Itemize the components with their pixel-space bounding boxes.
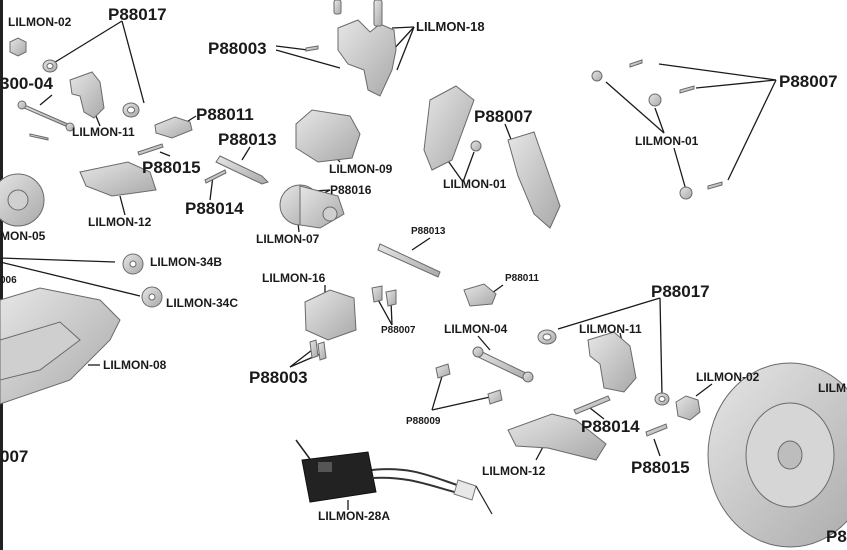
leader-lines <box>0 20 819 510</box>
label-lilmon-18: LILMON-18 <box>416 19 485 34</box>
label-p88011-top: P88011 <box>196 105 254 124</box>
label-lilmon-01-right: LILMON-01 <box>635 134 699 148</box>
label-lilmon-02-top: LILMON-02 <box>8 15 72 29</box>
esc-unit <box>295 439 493 515</box>
label-lilmon-28a: LILMON-28A <box>318 509 390 523</box>
label-lilmon-12-right: LILMON-12 <box>482 464 546 478</box>
label-lilmon-09: LILMON-09 <box>329 162 393 176</box>
label-lilmon-11-right: LILMON-11 <box>579 322 642 336</box>
label-lilmon-34b: LILMON-34B <box>150 255 222 269</box>
label-lilmon-02-right: LILMON-02 <box>696 370 760 384</box>
label-lilmon-05: MON-05 <box>0 229 46 243</box>
label-lilmon-16: LILMON-16 <box>262 271 326 285</box>
label-lilmon-11-left: LILMON-11 <box>72 125 135 139</box>
label-lilmon-08: LILMON-08 <box>103 358 167 372</box>
label-007: 007 <box>0 447 29 466</box>
label-p88003-bottom: P88003 <box>249 368 308 387</box>
label-lilmon-04-mid: LILMON-04 <box>444 322 508 336</box>
label-lilmon-07: LILMON-07 <box>256 232 320 246</box>
label-p88007-small: P88007 <box>381 325 416 336</box>
label-p88014-left: P88014 <box>185 199 244 218</box>
label-p88014-right: P88014 <box>581 417 640 436</box>
label-lilmon-34c: LILMON-34C <box>166 296 238 310</box>
label-p8-edge: P8 <box>826 527 847 546</box>
label-p88017-top: P88017 <box>108 5 167 24</box>
label-p88013-top: P88013 <box>218 130 277 149</box>
label-p88003-top: P88003 <box>208 39 267 58</box>
label-p88017-right: P88017 <box>651 282 710 301</box>
label-p88013-mid: P88013 <box>411 226 446 237</box>
label-p88007-right: P88007 <box>779 72 838 91</box>
label-lilmon-01-mid: LILMON-01 <box>443 177 507 191</box>
label-p88016: P88016 <box>330 183 372 197</box>
label-p88015-right: P88015 <box>631 458 690 477</box>
label-p88015-left: P88015 <box>142 158 201 177</box>
label-006: 006 <box>0 275 17 286</box>
label-p88007-mid: P88007 <box>474 107 533 126</box>
label-p88011-mid: P88011 <box>505 273 539 284</box>
label-lilmon-12-left: LILMON-12 <box>88 215 152 229</box>
label-lilm-edge: LILM <box>818 381 846 395</box>
label-300-04: 300-04 <box>0 74 53 93</box>
label-p88009: P88009 <box>406 416 441 427</box>
